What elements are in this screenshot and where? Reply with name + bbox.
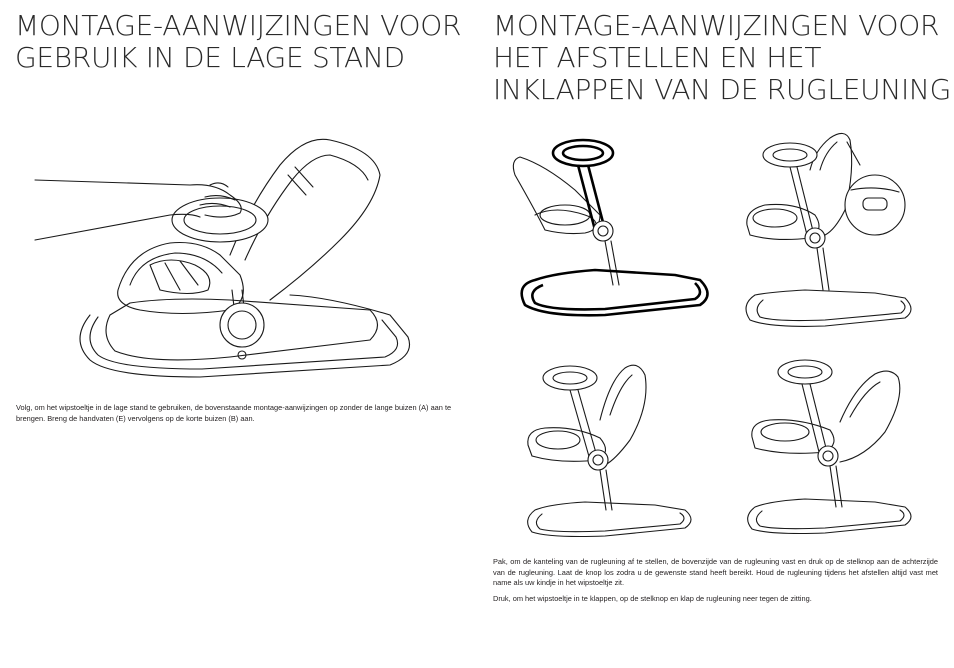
fold-instructions: Druk, om het wipstoeltje in te klappen, … <box>493 594 812 603</box>
bouncer-upright-illustration <box>747 359 912 535</box>
title-line: MONTAGE-AANWIJZINGEN VOOR <box>15 9 462 42</box>
hand-adjusting-low-bouncer-illustration <box>34 138 411 378</box>
title-line: GEBRUIK IN DE LAGE STAND <box>15 41 405 74</box>
title-line: INKLAPPEN VAN DE RUGLEUNING <box>493 73 951 106</box>
page-title-right: MONTAGE-AANWIJZINGEN VOOR HET AFSTELLEN … <box>493 9 951 106</box>
bouncer-reclined-illustration <box>527 364 692 538</box>
bouncer-adjust-button-detail-illustration <box>745 132 912 327</box>
page-title-left: MONTAGE-AANWIJZINGEN VOOR GEBRUIK IN DE … <box>15 9 462 74</box>
title-line: HET AFSTELLEN EN HET <box>493 41 822 74</box>
left-instructions: Volg, om het wipstoeltje in de lage stan… <box>16 403 452 423</box>
bouncer-highlighted-frame-illustration <box>512 138 709 317</box>
adjust-backrest-instructions: Pak, om de kanteling van de rugleuning a… <box>493 557 938 587</box>
title-line: MONTAGE-AANWIJZINGEN VOOR <box>493 9 940 42</box>
